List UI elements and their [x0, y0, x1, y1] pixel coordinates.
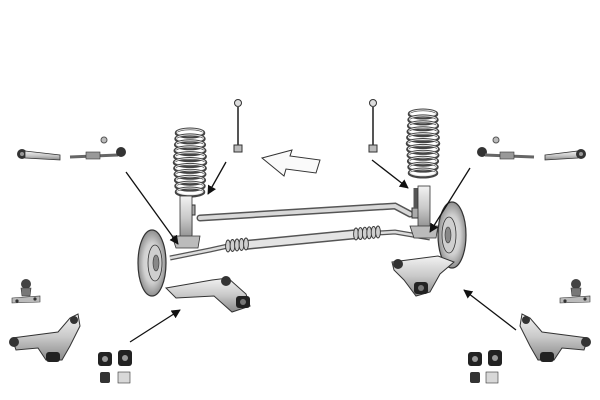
right-ball-joint: [559, 279, 591, 304]
left-ball-joint: [11, 279, 41, 304]
left-tie-rod-end: [17, 149, 61, 161]
left-strut: [171, 195, 201, 249]
left-spare-control-arm: [9, 313, 81, 362]
arrow-tie-rod-right: [429, 167, 471, 233]
steering-rack-boots: [169, 225, 431, 261]
right-bushing-set: [468, 350, 502, 384]
left-lower-control-arm: [164, 276, 251, 313]
right-spare-control-arm: [519, 313, 591, 362]
stabilizer-bar: [185, 188, 422, 235]
spring-coil-highlight: [176, 187, 204, 196]
rack-boot-ring: [243, 237, 249, 251]
arrow-link-right: [371, 159, 409, 189]
left-brake-disc: [137, 229, 167, 297]
arrow-link-left: [207, 161, 227, 195]
pointer-arrows: [125, 159, 517, 343]
right-brake-disc: [437, 201, 467, 269]
right-coil-spring: [405, 108, 441, 179]
arrow-tie-rod-left: [125, 171, 179, 245]
right-lower-control-arm: [391, 255, 455, 297]
right-stabilizer-link: [368, 99, 378, 153]
left-stabilizer-link: [233, 99, 243, 153]
arrow-arm-right: [463, 289, 517, 331]
arrow-arm-left: [129, 309, 181, 343]
right-tie-rod-end: [544, 149, 586, 161]
rack-boot-ring: [375, 225, 381, 239]
left-coil-spring: [172, 127, 208, 198]
left-inner-tie-rod: [69, 136, 126, 160]
front-direction-arrow: [260, 149, 321, 177]
left-bushing-set: [98, 350, 132, 384]
right-inner-tie-rod: [477, 136, 535, 160]
spring-coil-highlight: [409, 168, 437, 177]
